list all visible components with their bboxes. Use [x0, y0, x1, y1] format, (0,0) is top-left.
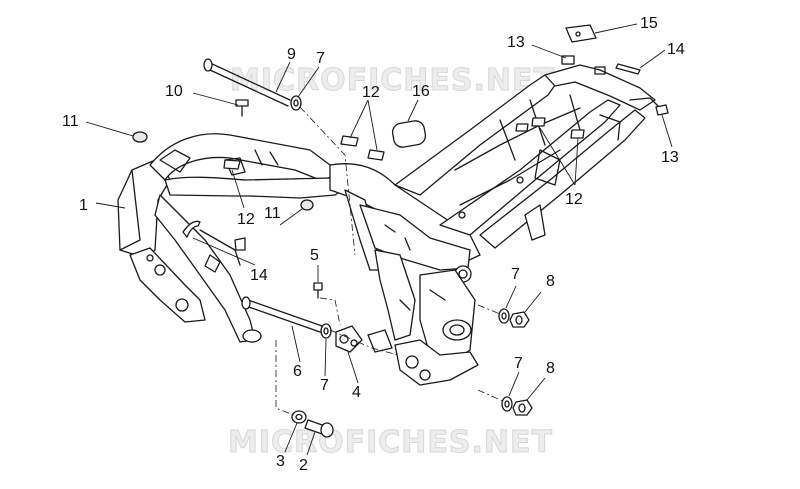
- upper-left-tubes: [149, 133, 351, 343]
- clip-part-12-left: [223, 159, 241, 170]
- strip-part-14-top: [615, 63, 641, 75]
- bracket-part-15: [565, 24, 597, 43]
- callout-2: 2: [299, 457, 308, 474]
- callout-6: 6: [293, 363, 302, 380]
- pad-part-16: [391, 120, 427, 148]
- callout-8-a: 8: [546, 273, 555, 290]
- bolt-part-5: [313, 282, 323, 299]
- callout-9: 9: [287, 46, 296, 63]
- nuts-parts-8: [509, 311, 533, 416]
- watermark-bottom: MICROFICHES.NET: [228, 425, 553, 460]
- callout-5: 5: [310, 247, 319, 264]
- clips-parts-12-right: [515, 117, 585, 139]
- callout-8-b: 8: [546, 360, 555, 377]
- callout-14-top: 14: [667, 41, 685, 58]
- leader-lines: [85, 23, 673, 456]
- swingarm-pivot-plates: [367, 249, 479, 386]
- bolt-part-9: [203, 58, 291, 107]
- callout-13-right: 13: [661, 149, 679, 166]
- callout-13-top: 13: [507, 34, 525, 51]
- clip-parts-12-top: [340, 135, 385, 161]
- callout-11-left: 11: [62, 113, 79, 130]
- grommet-part-11-left: [132, 131, 148, 143]
- bolt-part-6: [241, 296, 323, 333]
- callout-3: 3: [276, 453, 285, 470]
- callout-7-mid: 7: [320, 377, 329, 394]
- watermark-top: MICROFICHES.NET: [230, 63, 555, 98]
- callout-10: 10: [165, 83, 183, 100]
- callout-1: 1: [79, 197, 88, 214]
- plate-part-4: [335, 325, 363, 353]
- callout-16: 16: [412, 83, 430, 100]
- callout-12-right: 12: [565, 191, 583, 208]
- front-plate-part: [117, 157, 206, 323]
- callout-12-top: 12: [362, 84, 380, 101]
- callout-4: 4: [352, 384, 361, 401]
- strip-part-14-left: [182, 220, 201, 238]
- clips-parts-13: [561, 55, 669, 116]
- grommet-part-11-mid: [300, 199, 314, 211]
- screw-part-2: [304, 419, 334, 438]
- washer-part-7-mid: [320, 323, 332, 339]
- washer-parts-7-right: [498, 308, 513, 412]
- callout-15: 15: [640, 15, 658, 32]
- callout-7-top: 7: [316, 50, 325, 67]
- callout-12-left: 12: [237, 211, 255, 228]
- callout-7-right-b: 7: [514, 355, 523, 372]
- assembly-guides: [275, 106, 506, 417]
- washer-part-7-top: [290, 95, 302, 111]
- washer-part-3: [291, 410, 307, 424]
- callout-11-mid: 11: [264, 205, 281, 222]
- callout-7-right-a: 7: [511, 266, 520, 283]
- frame-drawing: [117, 24, 669, 438]
- callout-14-left: 14: [250, 267, 268, 284]
- screw-part-10: [235, 99, 249, 117]
- callout-labels: 1 2 3 4 5 6 7 7 7 7 8 8 9 10 11 11 12 12…: [62, 15, 685, 474]
